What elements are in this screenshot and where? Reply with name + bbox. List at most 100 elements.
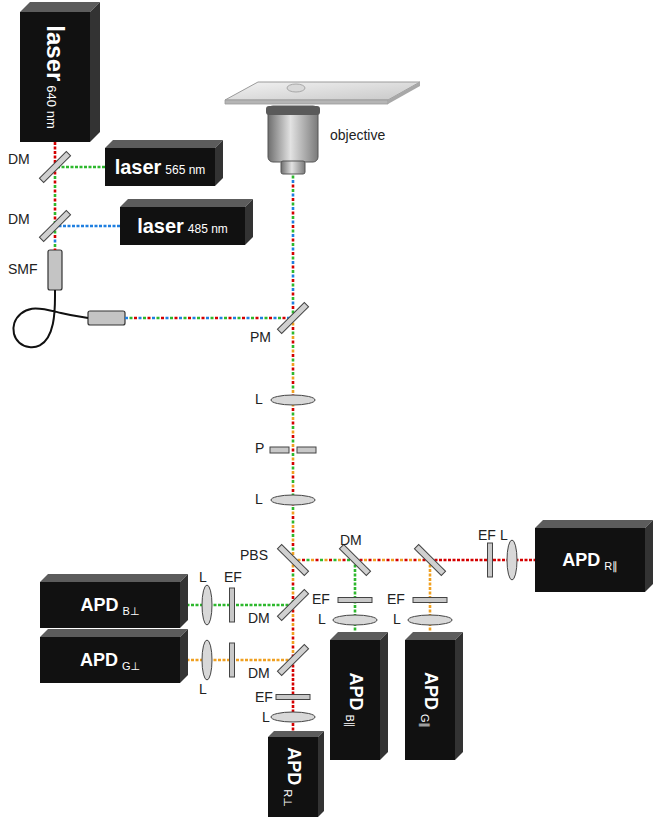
lens xyxy=(271,712,315,722)
node-text-group: APDR⊥ xyxy=(283,747,304,807)
node-text-group: APDG⊥ xyxy=(80,650,140,671)
housing-side xyxy=(380,632,388,760)
pinhole-plate xyxy=(270,447,289,453)
mirror xyxy=(414,544,445,575)
housing-top xyxy=(120,199,253,207)
lens xyxy=(202,585,212,625)
beam xyxy=(293,559,355,562)
housing xyxy=(120,199,253,245)
lens xyxy=(271,395,315,405)
device-name: APD xyxy=(80,650,118,671)
device-name: laser xyxy=(41,25,69,81)
optical-fiber xyxy=(13,290,88,347)
device-spec: B∥ xyxy=(343,715,356,728)
beam xyxy=(180,604,293,607)
beam xyxy=(125,317,293,320)
filter xyxy=(488,543,493,577)
mirror xyxy=(277,544,308,575)
housing-front xyxy=(330,640,380,760)
beam xyxy=(292,318,295,560)
component-label: L xyxy=(262,710,270,724)
mirror xyxy=(277,644,308,675)
filter xyxy=(338,598,372,603)
beam xyxy=(293,559,355,562)
device-spec: 565 nm xyxy=(165,163,205,177)
component-label: P xyxy=(255,441,264,455)
laser-box: laser 640 nm xyxy=(20,12,90,142)
filter xyxy=(276,695,310,700)
housing-side xyxy=(180,629,188,683)
beam xyxy=(292,318,295,560)
component-label: EF xyxy=(478,528,496,542)
lens xyxy=(507,540,517,580)
housing xyxy=(268,731,324,817)
component-label: objective xyxy=(330,128,385,142)
housing-top xyxy=(405,632,463,640)
beam xyxy=(180,659,293,662)
detector-box: APDG⊥ xyxy=(40,637,180,683)
device-name: laser xyxy=(115,156,162,179)
component-label: L xyxy=(255,492,263,506)
housing xyxy=(405,632,463,760)
housing-side xyxy=(245,199,253,245)
device-spec: 640 nm xyxy=(44,85,59,128)
housing xyxy=(40,574,188,628)
housing xyxy=(40,629,188,683)
node-text-group: APDR∥ xyxy=(562,550,617,571)
beam xyxy=(292,560,295,605)
device-spec: B⊥ xyxy=(123,605,140,618)
housing-front xyxy=(268,737,318,817)
lens xyxy=(408,615,452,625)
beam xyxy=(55,225,120,228)
slide-edge xyxy=(225,100,388,104)
component-label: PM xyxy=(250,330,271,344)
laser-box: laser485 nm xyxy=(120,207,245,245)
device-spec: 485 nm xyxy=(188,222,228,236)
component-label: L xyxy=(199,570,207,584)
beam xyxy=(292,318,295,560)
detector-box: APDR⊥ xyxy=(268,737,318,817)
beam xyxy=(292,560,295,605)
housing-top xyxy=(330,632,388,640)
node-text-group: laser565 nm xyxy=(115,156,206,179)
housing-top xyxy=(535,520,653,528)
mirror xyxy=(39,210,70,241)
beam xyxy=(430,559,535,562)
detector-box: APDG∥ xyxy=(405,640,455,760)
beam xyxy=(293,559,355,562)
component-label: DM xyxy=(8,152,30,166)
node-text-group: laser 640 nm xyxy=(41,25,69,128)
mirror xyxy=(339,544,370,575)
component-label: EF xyxy=(224,570,242,584)
beam xyxy=(292,174,295,318)
housing-side xyxy=(318,731,324,817)
node-text-group: APDB∥ xyxy=(345,673,366,728)
housing-top xyxy=(105,140,223,148)
component-label: DM xyxy=(248,611,270,625)
housing-front xyxy=(120,207,245,245)
beam xyxy=(355,559,430,562)
device-name: APD xyxy=(283,747,304,785)
component-label: L xyxy=(393,612,401,626)
sample-slide xyxy=(225,82,420,100)
housing-side xyxy=(455,632,463,760)
housing xyxy=(330,632,388,760)
housing-side xyxy=(90,2,100,142)
component-label: L xyxy=(199,682,207,696)
beam xyxy=(292,605,295,660)
mirror xyxy=(277,302,308,333)
detector-box: APDB∥ xyxy=(330,640,380,760)
housing-front xyxy=(40,582,180,628)
beam xyxy=(125,317,293,320)
device-name: APD xyxy=(81,595,119,616)
component-label: DM xyxy=(8,212,30,226)
node-text-group: laser485 nm xyxy=(137,215,228,238)
component-label: PBS xyxy=(240,548,268,562)
beam xyxy=(292,605,295,660)
component-label: L xyxy=(500,528,508,542)
lens xyxy=(202,640,212,680)
lens xyxy=(333,615,377,625)
